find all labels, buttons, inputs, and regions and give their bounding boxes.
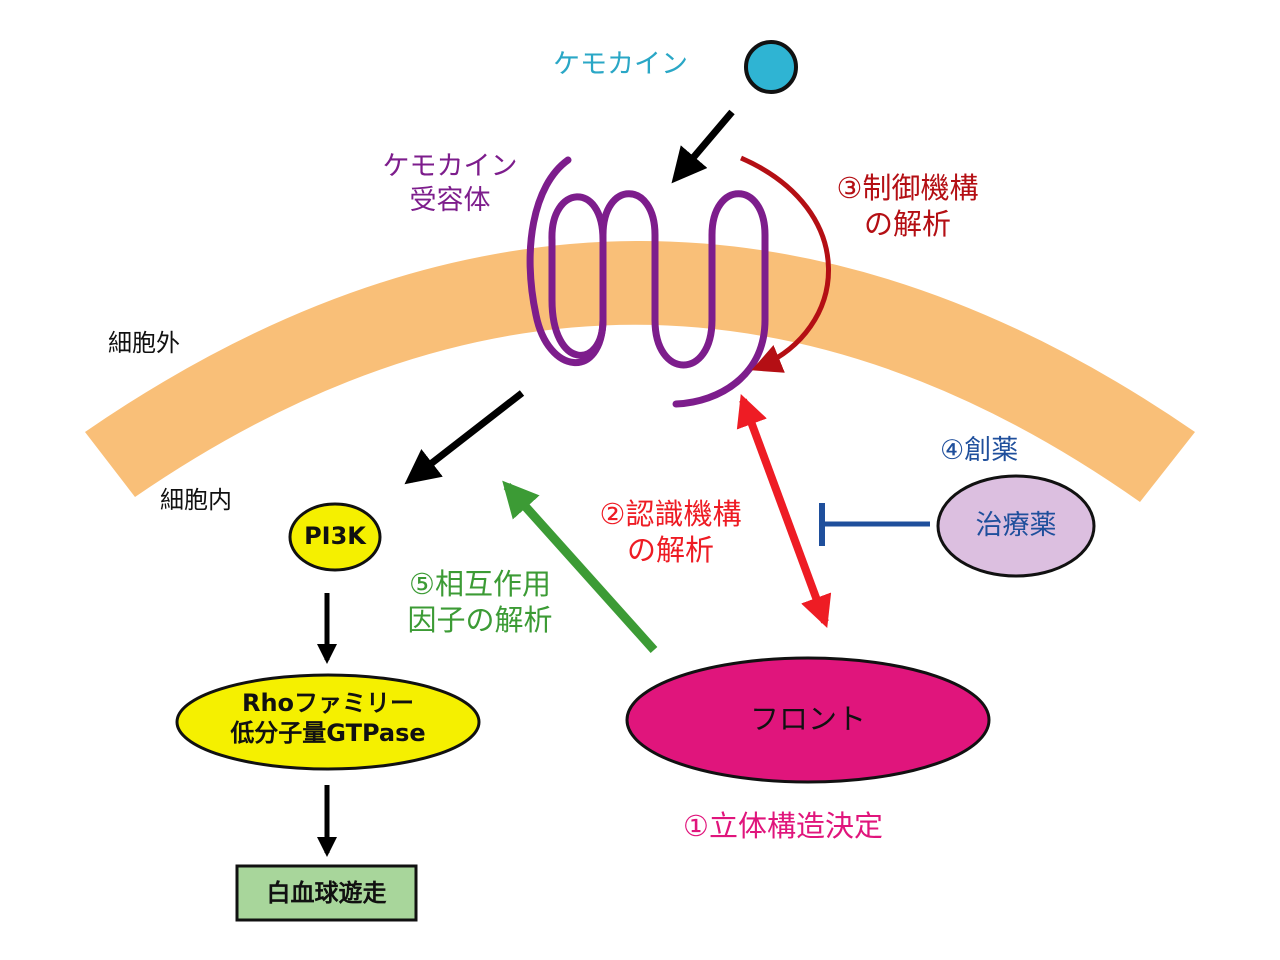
regulation-label: ③制御機構 の解析: [820, 170, 995, 243]
cell-membrane: [85, 241, 1195, 502]
extracellular-label: 細胞外: [108, 329, 180, 357]
recognition-double-arrow: [736, 393, 832, 629]
pi3k-node: [288, 502, 382, 572]
rho-gtpase-node: [175, 673, 481, 771]
regulation-arrow: [739, 155, 831, 373]
recognition-label-line2: の解析: [626, 533, 714, 568]
structure-determination-label: ①立体構造決定: [683, 809, 883, 843]
drug-node: [936, 474, 1096, 578]
regulation-label-line2: の解析: [863, 207, 951, 242]
frount-text: フロント: [749, 702, 866, 736]
chemokine-receptor-coil-inner: [548, 193, 607, 359]
regulation-label-line1: ③制御機構: [836, 171, 979, 205]
pi3k-text: PI3K: [304, 522, 366, 550]
receptor-label-line1: ケモカイン: [382, 151, 518, 182]
intracellular-label: 細胞内: [160, 486, 232, 514]
leukocyte-migration-box: [235, 864, 418, 922]
chemokine-label: ケモカイン: [553, 49, 688, 80]
chemokine-ball: [744, 40, 798, 94]
receptor-label-line2: 受容体: [409, 184, 491, 216]
receptor-to-pi3k-arrow: [404, 390, 525, 485]
receptor-label: ケモカイン 受容体: [370, 150, 530, 218]
recognition-label: ②認識機構 の解析: [578, 496, 763, 569]
interaction-label-line2: 因子の解析: [407, 603, 553, 638]
drug-text: 治療薬: [975, 510, 1057, 541]
rho-gtpase-text-line1: Rhoファミリー: [241, 689, 415, 717]
rho-gtpase-text: Rhoファミリー 低分子量GTPase: [190, 688, 466, 748]
recognition-label-line1: ②認識機構: [599, 497, 742, 531]
interaction-label-line1: ⑤相互作用: [409, 567, 551, 601]
interaction-arrow: [502, 480, 658, 654]
chemokine-binding-arrow: [671, 109, 735, 184]
frount-node: [625, 656, 991, 784]
chemokine-receptor-coil: [526, 156, 769, 408]
rho-gtpase-text-line2: 低分子量GTPase: [230, 719, 426, 747]
interaction-label: ⑤相互作用 因子の解析: [385, 566, 575, 639]
migration-text: 白血球遊走: [266, 879, 387, 907]
drug-discovery-label: ④創薬: [940, 435, 1019, 466]
